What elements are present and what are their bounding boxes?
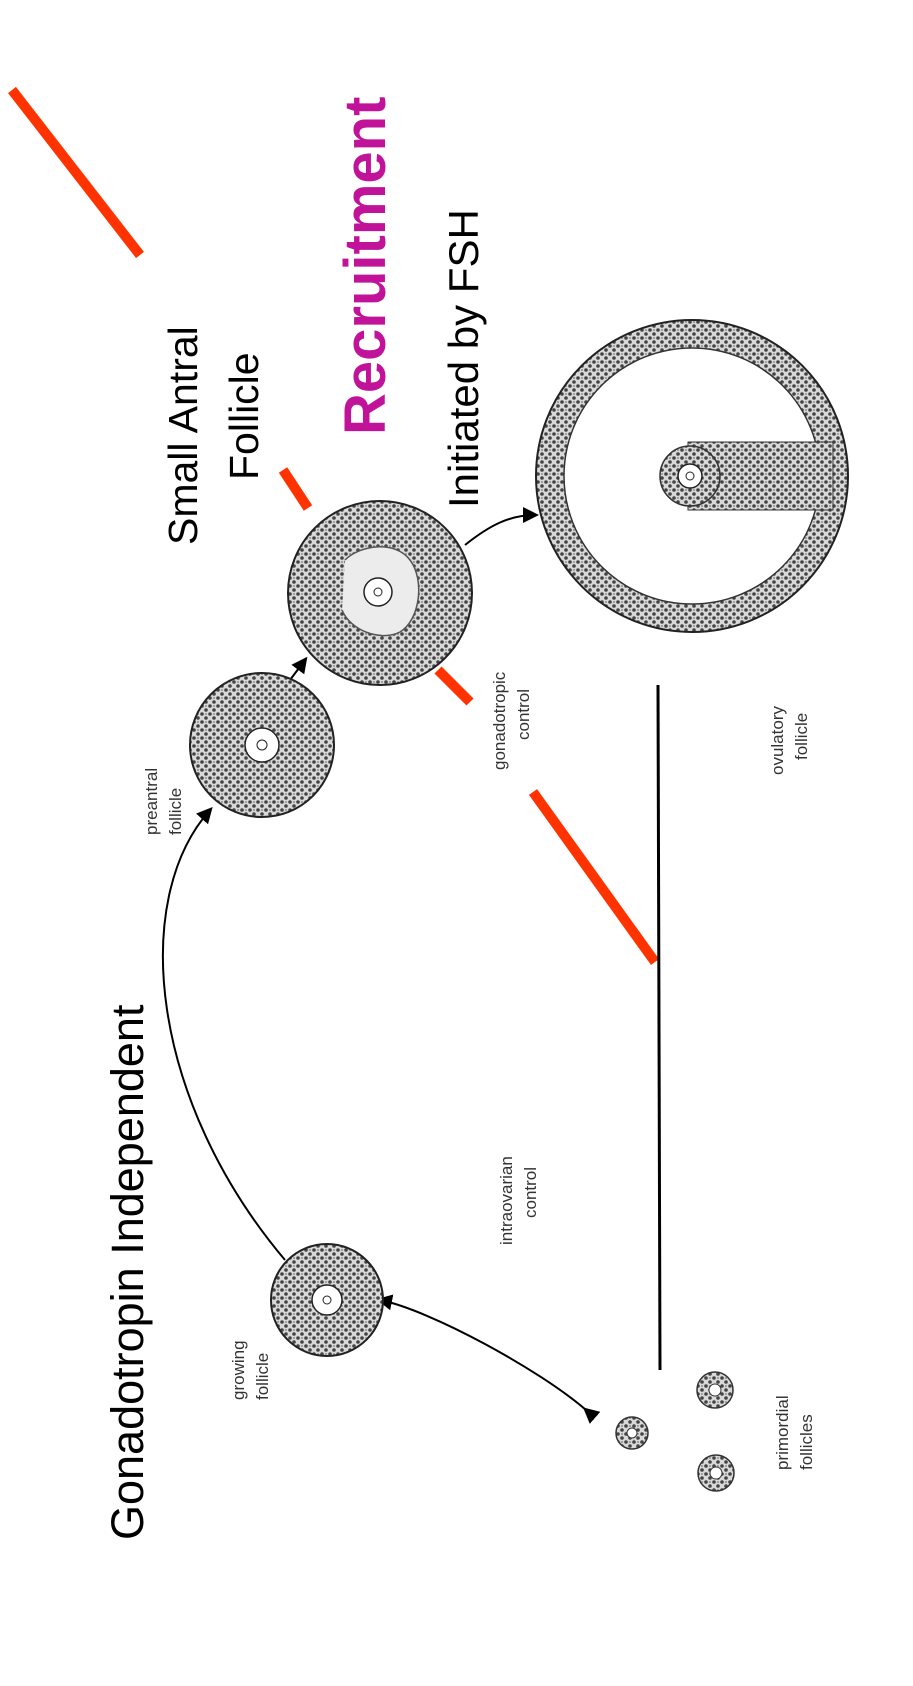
gonadotropic-control-label-line1: gonadotropic <box>490 671 509 770</box>
intraovarian-control-label-line1: intraovarian <box>497 1156 516 1245</box>
gonadotropic-control-label-line2: control <box>514 689 533 740</box>
arrow-growing-to-preantral <box>163 810 285 1260</box>
growing-follicle-label-line2: follicle <box>253 1353 272 1400</box>
arrow-preantral-to-antral <box>290 660 305 680</box>
primordial-follicles <box>616 1372 734 1491</box>
main-title-label: Gonadotropin Independent <box>102 1004 153 1540</box>
preantral-follicle-label-line2: follicle <box>166 788 185 835</box>
recruitment-label: Recruitment <box>333 97 398 435</box>
arrow-antral-to-ovulatory <box>465 515 535 545</box>
marker-line-bottom <box>533 792 655 962</box>
preantral-follicle-label-line1: preantral <box>142 768 161 835</box>
initiated-by-fsh-label: Initiated by FSH <box>440 209 487 508</box>
marker-line-top <box>12 90 140 255</box>
small-antral-label-line1: Small Antral <box>160 326 206 545</box>
growing-follicle-label-line1: growing <box>229 1340 248 1400</box>
ovulatory-follicle <box>536 320 848 632</box>
intraovarian-control-label-line2: control <box>521 1167 540 1218</box>
ovulatory-follicle-label-line2: follicle <box>792 713 811 760</box>
small-antral-label-line2: Follicle <box>221 352 267 480</box>
arrow-primordial-to-growing <box>380 1300 586 1410</box>
primordial-follicles-label-line2: follicles <box>797 1414 816 1470</box>
marker-line-antral <box>283 470 308 508</box>
control-divider-line <box>658 685 660 1370</box>
ovulatory-follicle-label-line1: ovulatory <box>768 706 787 775</box>
marker-line-mid <box>438 670 470 702</box>
preantral-follicle <box>190 673 334 817</box>
growing-follicle <box>271 1244 383 1356</box>
small-antral-follicle <box>288 501 472 685</box>
primordial-follicles-label-line1: primordial <box>773 1395 792 1470</box>
